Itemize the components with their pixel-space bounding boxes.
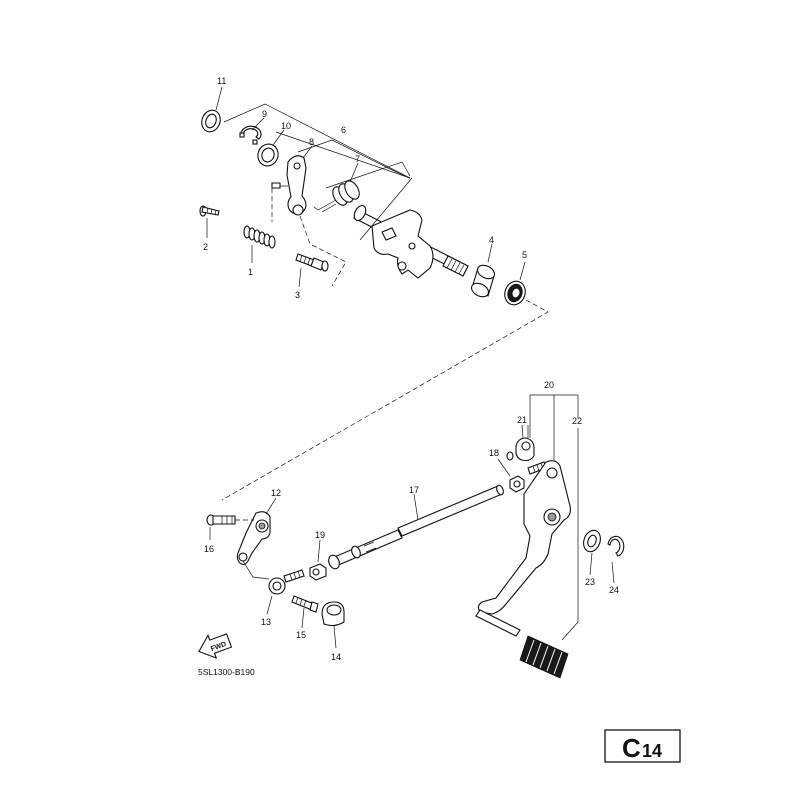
part-10-washer bbox=[257, 143, 279, 167]
part-7-torsion-spring bbox=[313, 180, 360, 213]
callout-12: 12 bbox=[271, 488, 281, 498]
part-9-circlip bbox=[239, 125, 262, 145]
callout-8: 8 bbox=[309, 137, 314, 147]
part-18-nut bbox=[509, 475, 525, 493]
diagram-reference: 5SL1300-B190 bbox=[198, 667, 255, 677]
callout-6: 6 bbox=[341, 125, 346, 135]
pedal-rubber bbox=[519, 635, 569, 679]
callout-2: 2 bbox=[203, 242, 208, 252]
part-23-washer bbox=[583, 529, 601, 553]
callout-18: 18 bbox=[489, 448, 499, 458]
callout-labels: 11 9 10 6 8 7 2 1 3 4 5 20 21 22 18 17 1… bbox=[203, 76, 619, 662]
callout-19: 19 bbox=[315, 530, 325, 540]
callout-4: 4 bbox=[489, 235, 494, 245]
callout-9: 9 bbox=[262, 109, 267, 119]
part-19-nut bbox=[309, 563, 327, 581]
part-rod-end bbox=[328, 529, 403, 570]
callout-3: 3 bbox=[295, 290, 300, 300]
callout-21: 21 bbox=[517, 415, 527, 425]
callout-23: 23 bbox=[585, 577, 595, 587]
callout-17: 17 bbox=[409, 485, 419, 495]
part-12-shift-arm bbox=[236, 511, 271, 566]
part-13-joint bbox=[242, 560, 305, 595]
callout-13: 13 bbox=[261, 617, 271, 627]
part-8-arm-plate bbox=[271, 155, 307, 216]
page-code-letter: C bbox=[622, 733, 641, 763]
part-16-bolt bbox=[206, 514, 254, 526]
part-1-coil-spring bbox=[243, 225, 276, 249]
part-2-bolt bbox=[199, 205, 220, 217]
part-11-washer bbox=[201, 109, 221, 133]
callout-22: 22 bbox=[572, 416, 582, 426]
callout-20: 20 bbox=[544, 380, 554, 390]
callout-1: 1 bbox=[248, 267, 253, 277]
callout-14: 14 bbox=[331, 652, 341, 662]
part-3-stopper-bolt bbox=[295, 253, 329, 272]
callout-5: 5 bbox=[522, 250, 527, 260]
page-code-box: C 14 bbox=[604, 729, 681, 763]
callout-11: 11 bbox=[217, 76, 226, 86]
part-22-shift-pedal bbox=[475, 460, 571, 679]
callout-10: 10 bbox=[281, 121, 291, 131]
fwd-arrow-icon: FWD bbox=[198, 633, 233, 659]
part-21-pivot-bolt bbox=[506, 437, 547, 475]
page-code-number: 14 bbox=[642, 741, 662, 761]
part-15-bolt bbox=[291, 595, 319, 613]
part-5-oil-seal bbox=[504, 280, 526, 306]
callout-16: 16 bbox=[204, 544, 214, 554]
part-14-rubber-cap bbox=[321, 601, 345, 627]
part-17-shift-rod bbox=[397, 484, 504, 537]
part-6-shift-shaft bbox=[353, 204, 469, 279]
part-4-collar bbox=[470, 264, 496, 298]
callout-24: 24 bbox=[609, 585, 619, 595]
part-24-circlip bbox=[607, 535, 625, 557]
callout-15: 15 bbox=[296, 630, 306, 640]
callout-7: 7 bbox=[355, 154, 360, 164]
